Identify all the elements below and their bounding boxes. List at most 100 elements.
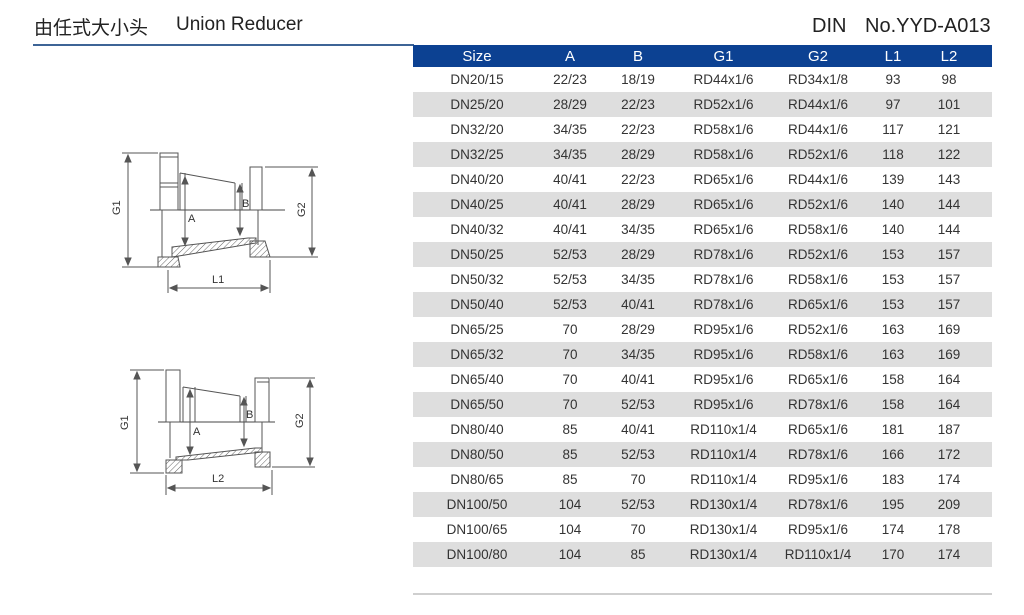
cell-g2: RD65x1/6 <box>787 422 849 437</box>
bottom-divider <box>413 593 992 595</box>
cell-b: 28/29 <box>621 197 655 212</box>
cell-g2: RD52x1/6 <box>787 147 849 162</box>
cell-a: 40/41 <box>553 222 587 237</box>
cell-g1: RD44x1/6 <box>693 72 754 87</box>
cell-g1: RD78x1/6 <box>693 247 754 262</box>
cell-b: 70 <box>630 472 646 487</box>
cell-g1: RD58x1/6 <box>693 147 754 162</box>
cell-l2: 143 <box>937 172 961 187</box>
col-a: A <box>564 47 575 65</box>
cell-a: 85 <box>562 422 578 437</box>
a-label: A <box>193 426 201 438</box>
cell-g2: RD44x1/6 <box>787 172 849 187</box>
col-b: B <box>632 47 643 65</box>
cell-l1: 166 <box>881 447 905 462</box>
g2-label: G2 <box>296 202 308 217</box>
cell-g1: RD65x1/6 <box>693 197 754 212</box>
cell-g1: RD95x1/6 <box>693 372 754 387</box>
cell-a: 70 <box>562 322 578 337</box>
cell-b: 28/29 <box>621 247 655 262</box>
cell-l2: 172 <box>937 447 961 462</box>
cell-l2: 169 <box>937 322 961 337</box>
cell-g2: RD34x1/8 <box>787 72 849 87</box>
cell-size: DN100/80 <box>446 547 508 562</box>
cell-a: 70 <box>562 397 578 412</box>
cell-g2: RD52x1/6 <box>787 197 849 212</box>
cell-a: 28/29 <box>553 97 587 112</box>
cell-g1: RD130x1/4 <box>689 522 758 537</box>
cell-a: 22/23 <box>553 72 587 87</box>
cell-a: 70 <box>562 372 578 387</box>
cell-size: DN32/20 <box>450 122 504 137</box>
col-g1: G1 <box>713 47 734 65</box>
cell-l2: 164 <box>937 372 961 387</box>
cell-a: 52/53 <box>553 297 587 312</box>
cell-g2: RD52x1/6 <box>787 322 849 337</box>
col-g2: G2 <box>807 47 828 65</box>
cell-l1: 140 <box>881 222 905 237</box>
cell-a: 104 <box>558 497 582 512</box>
cell-g1: RD130x1/4 <box>689 497 758 512</box>
cell-b: 52/53 <box>621 447 655 462</box>
cell-b: 22/23 <box>621 172 655 187</box>
b-label: B <box>246 409 253 421</box>
diagram-l2: G1 G2 A B L2 <box>100 360 330 500</box>
cell-size: DN50/25 <box>450 247 504 262</box>
cell-g1: RD52x1/6 <box>693 97 754 112</box>
table-header: Size A B G1 G2 L1 L2 <box>413 45 992 67</box>
length-label: L2 <box>212 473 224 485</box>
cell-size: DN80/50 <box>450 447 504 462</box>
cell-a: 52/53 <box>553 247 587 262</box>
cell-l2: 121 <box>937 122 961 137</box>
cell-size: DN50/32 <box>450 272 504 287</box>
cell-l2: 174 <box>937 547 961 562</box>
diagram-l1: G1 G2 A B L1 <box>100 145 330 295</box>
cell-l1: 195 <box>881 497 905 512</box>
cell-g1: RD78x1/6 <box>693 272 754 287</box>
table-row: DN40/20 40/41 22/23 RD65x1/6 RD44x1/6 139 143 <box>413 167 992 192</box>
cell-l1: 97 <box>885 97 901 112</box>
standard-label: DIN <box>812 15 847 37</box>
cell-a: 34/35 <box>553 147 587 162</box>
cell-g1: RD130x1/4 <box>689 547 758 562</box>
cell-l2: 101 <box>937 97 961 112</box>
cell-b: 28/29 <box>621 322 655 337</box>
cell-size: DN40/20 <box>450 172 504 187</box>
cell-l1: 117 <box>882 122 904 137</box>
cell-l1: 153 <box>881 297 905 312</box>
cell-l2: 157 <box>937 297 961 312</box>
cell-g1: RD95x1/6 <box>693 322 754 337</box>
cell-l1: 140 <box>881 197 905 212</box>
cell-a: 40/41 <box>553 172 587 187</box>
cell-b: 85 <box>630 547 646 562</box>
cell-g2: RD44x1/6 <box>787 122 849 137</box>
cell-g2: RD58x1/6 <box>787 347 849 362</box>
cell-l1: 139 <box>881 172 905 187</box>
cell-l1: 158 <box>881 372 905 387</box>
cell-a: 85 <box>562 447 578 462</box>
cell-l2: 164 <box>937 397 961 412</box>
cell-b: 40/41 <box>621 422 655 437</box>
cell-l1: 170 <box>881 547 905 562</box>
cell-l2: 178 <box>937 522 961 537</box>
cell-a: 70 <box>562 347 578 362</box>
col-l2: L2 <box>940 47 958 65</box>
cell-a: 34/35 <box>553 122 587 137</box>
cell-g1: RD65x1/6 <box>693 172 754 187</box>
cell-l2: 157 <box>937 247 961 262</box>
g1-label: G1 <box>119 415 131 430</box>
